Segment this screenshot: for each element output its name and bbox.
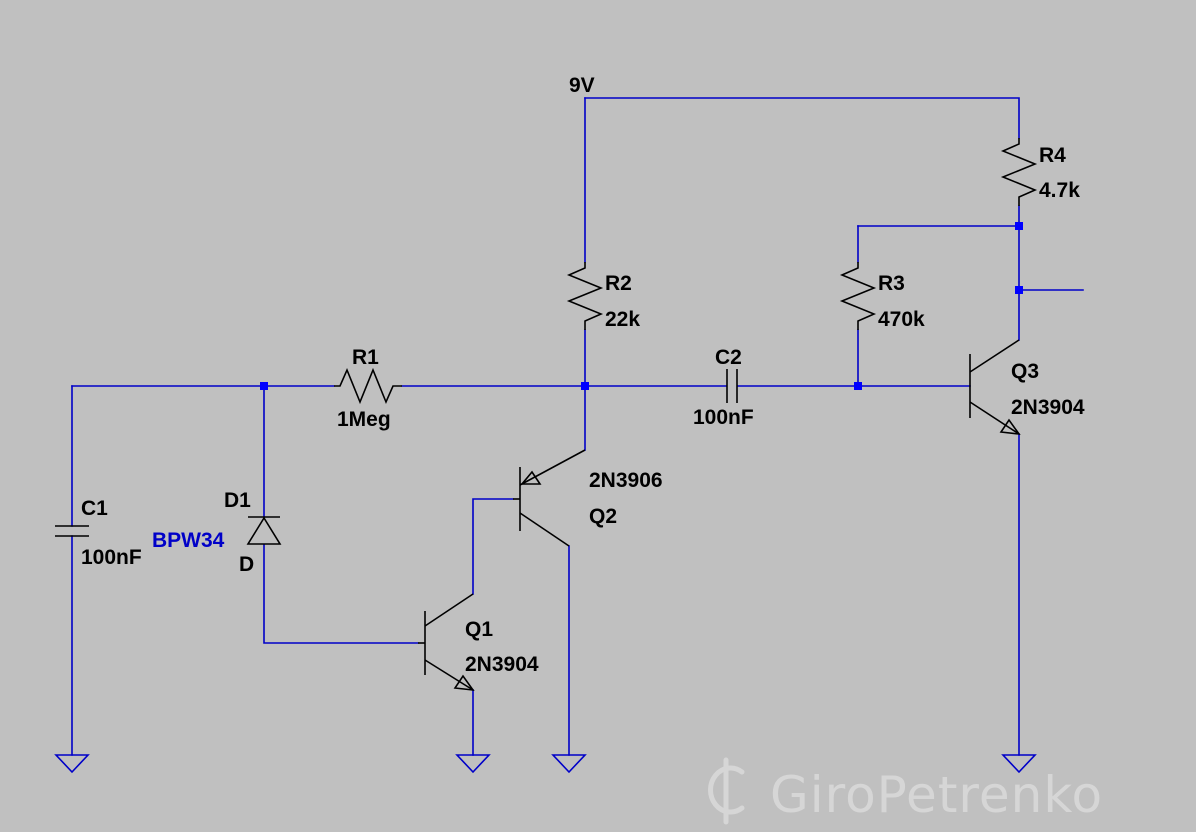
ground-icon: [551, 754, 587, 774]
q1-model-label: 2N3904: [465, 653, 539, 676]
q3-ref-label: Q3: [1011, 360, 1039, 383]
ground-symbols: [54, 754, 1037, 774]
r4-ref-label: R4: [1039, 144, 1066, 167]
c1-ref-label: C1: [81, 497, 108, 520]
capacitor-c2[interactable]: [726, 369, 738, 403]
ground-icon: [1001, 754, 1037, 774]
r2-ref-label: R2: [605, 272, 632, 295]
watermark-text: GiroPetrenko: [770, 766, 1103, 824]
transistor-q1[interactable]: [418, 593, 475, 691]
c2-value-label: 100nF: [693, 406, 754, 429]
junction-dot: [581, 382, 589, 390]
junctions: [260, 222, 1023, 390]
resistor-r1[interactable]: [334, 367, 402, 405]
resistor-r4[interactable]: [1000, 138, 1038, 206]
photodiode-d1[interactable]: [246, 516, 282, 545]
r4-value-label: 4.7k: [1039, 179, 1080, 202]
ground-icon: [54, 754, 90, 774]
junction-dot: [1015, 222, 1023, 230]
c2-ref-label: C2: [715, 346, 742, 369]
q1-collector-to-q2-base-wire: [472, 498, 514, 595]
junction-dot: [1015, 286, 1023, 294]
resistor-r3[interactable]: [839, 262, 877, 330]
d1-anode-to-q1-base-wire: [263, 544, 419, 644]
supply-label: 9V: [569, 74, 595, 97]
resistor-r2[interactable]: [566, 262, 604, 330]
d1-ref-label: D1: [224, 489, 251, 512]
q2-model-label: 2N3906: [589, 469, 663, 492]
r1-ref-label: R1: [352, 346, 379, 369]
q3-model-label: 2N3904: [1011, 396, 1085, 419]
junction-dot: [854, 382, 862, 390]
cedi-sign-icon: [708, 757, 745, 825]
wires: [71, 97, 1084, 756]
r1-value-label: 1Meg: [337, 408, 391, 431]
q2-ref-label: Q2: [589, 505, 617, 528]
watermark: GiroPetrenko: [708, 757, 1103, 825]
transistor-q2[interactable]: [513, 449, 586, 547]
capacitor-c1[interactable]: [55, 525, 89, 537]
r3-value-label: 470k: [878, 308, 925, 331]
r3-ref-label: R3: [878, 272, 905, 295]
c1-value-label: 100nF: [81, 546, 142, 569]
r2-value-label: 22k: [605, 308, 640, 331]
q1-ref-label: Q1: [465, 618, 493, 641]
junction-dot: [260, 382, 268, 390]
d1-type-label: D: [239, 553, 254, 576]
supply-rail-wire: [584, 97, 1020, 139]
labels: 9V R4 4.7k R2 22k R3 470k R1 1Meg C2 100…: [81, 74, 1085, 676]
transistor-q3[interactable]: [969, 339, 1021, 435]
d1-part-label: BPW34: [152, 529, 225, 552]
ground-icon: [455, 754, 491, 774]
